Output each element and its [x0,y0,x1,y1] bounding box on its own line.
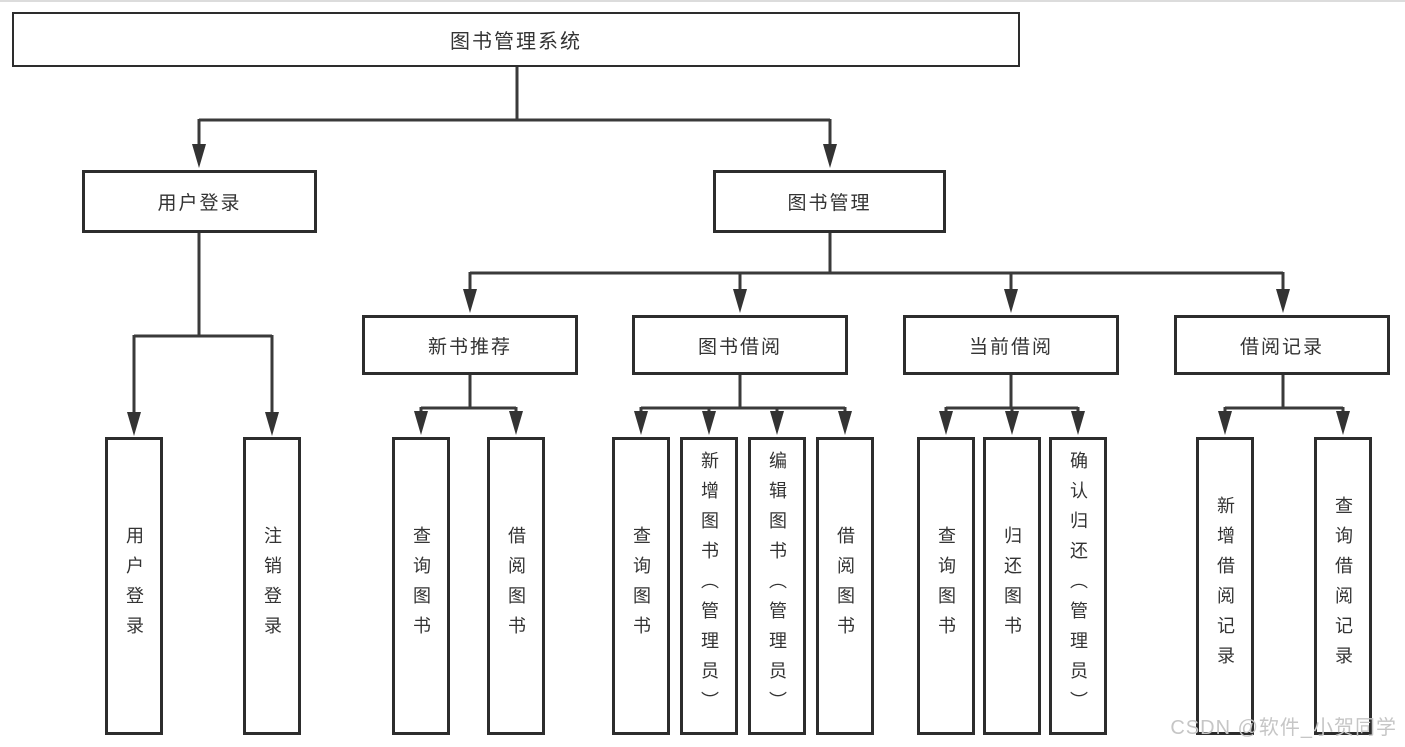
leaf-br-add-record-label: 新增借阅记录 [1215,496,1235,676]
node-new-book-recommend: 新书推荐 [362,315,578,375]
leaf-logout: 注销登录 [243,437,301,735]
csdn-watermark: CSDN @软件_小贺同学 [1170,717,1397,739]
node-book-management-label: 图书管理 [787,193,872,214]
leaf-user-login: 用户登录 [105,437,163,735]
node-borrowing-records-label: 借阅记录 [1239,336,1324,358]
node-current-borrowing: 当前借阅 [903,315,1119,375]
node-new-book-recommend-label: 新书推荐 [427,336,512,358]
node-current-borrowing-label: 当前借阅 [968,336,1053,358]
node-user-login: 用户登录 [82,170,317,233]
leaf-bb-borrow-book: 借阅图书 [816,437,874,735]
leaf-cb-query-book-label: 查询图书 [936,526,956,646]
leaf-bb-query-book-label: 查询图书 [631,526,651,646]
node-book-management: 图书管理 [713,170,946,233]
leaf-bb-edit-book-admin: 编辑图书（管理员） [748,437,806,735]
leaf-rec-borrow-book: 借阅图书 [487,437,545,735]
page-divider-line [0,0,1405,2]
node-root: 图书管理系统 [12,12,1020,67]
leaf-cb-return-book: 归还图书 [983,437,1041,735]
leaf-bb-query-book: 查询图书 [612,437,670,735]
node-borrowing-records: 借阅记录 [1174,315,1390,375]
leaf-bb-borrow-book-label: 借阅图书 [835,526,855,646]
leaf-br-query-record: 查询借阅记录 [1314,437,1372,735]
leaf-br-add-record: 新增借阅记录 [1196,437,1254,735]
leaf-cb-confirm-return-admin-label: 确认归还（管理员） [1068,451,1088,721]
node-book-borrowing-label: 图书借阅 [697,336,782,358]
leaf-rec-query-book: 查询图书 [392,437,450,735]
leaf-rec-borrow-book-label: 借阅图书 [506,526,526,646]
leaf-cb-confirm-return-admin: 确认归还（管理员） [1049,437,1107,735]
leaf-bb-add-book-admin: 新增图书（管理员） [680,437,738,735]
node-book-borrowing: 图书借阅 [632,315,848,375]
leaf-bb-edit-book-admin-label: 编辑图书（管理员） [767,451,787,721]
leaf-rec-query-book-label: 查询图书 [411,526,431,646]
leaf-cb-query-book: 查询图书 [917,437,975,735]
node-user-login-label: 用户登录 [157,193,242,214]
leaf-br-query-record-label: 查询借阅记录 [1333,496,1353,676]
node-root-label: 图书管理系统 [450,31,582,53]
leaf-logout-label: 注销登录 [262,526,282,646]
leaf-bb-add-book-admin-label: 新增图书（管理员） [699,451,719,721]
leaf-cb-return-book-label: 归还图书 [1002,526,1022,646]
leaf-user-login-label: 用户登录 [124,526,144,646]
